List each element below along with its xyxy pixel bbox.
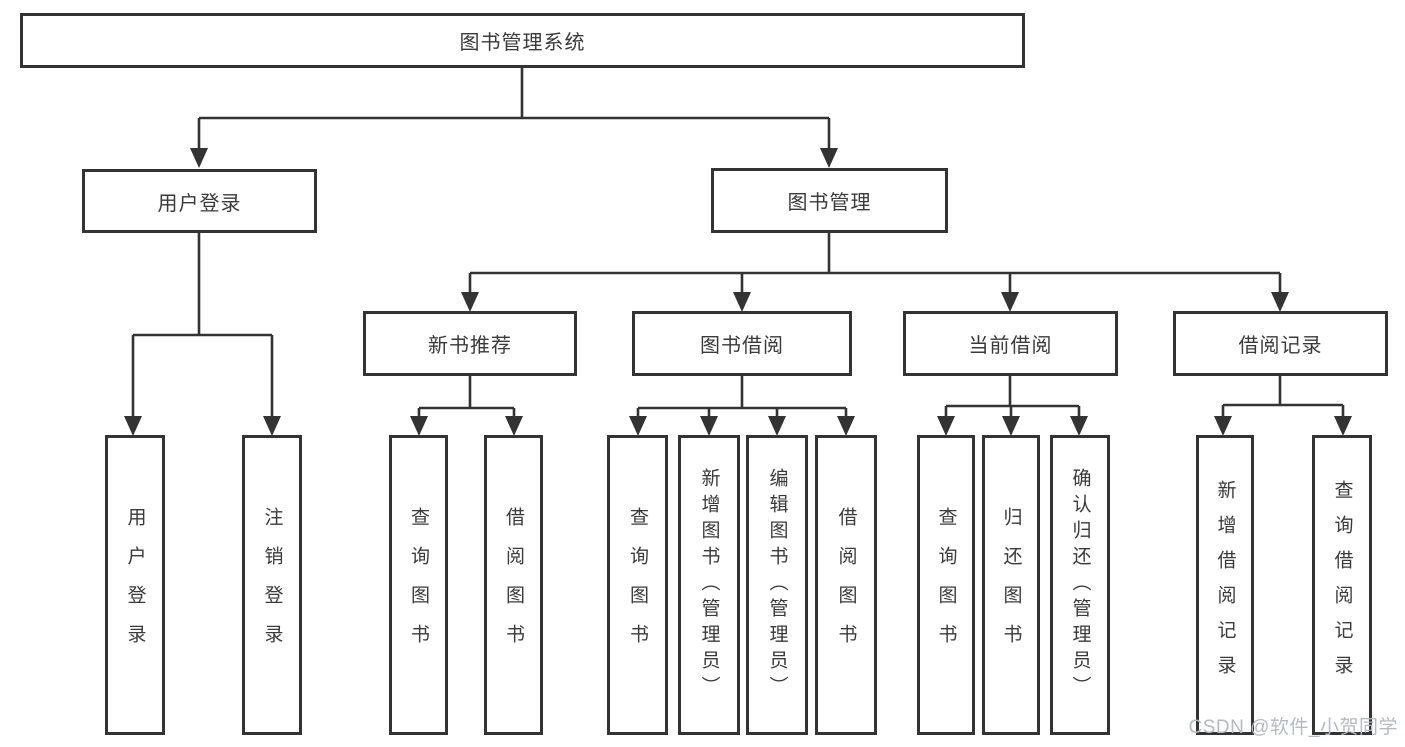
node-label: 查询图书 [627,507,648,663]
node-label: 确认归还（管理员） [1069,468,1091,702]
arrowhead [1214,416,1232,436]
arrowhead [837,416,855,436]
node-book-management: 图书管理 [711,168,948,233]
arrowheads [124,148,1352,436]
node-label: 注销登录 [261,507,283,663]
connector-user-login-children [131,233,274,420]
node-login: 用户登录 [105,435,165,735]
node-borrow-books-recommend: 借阅图书 [484,435,543,735]
arrowhead [190,148,208,168]
node-user-login: 用户登录 [82,169,317,233]
node-label: 新增图书（管理员） [698,468,720,702]
arrowhead [505,416,523,436]
node-add-books-admin: 新增图书（管理员） [678,435,740,735]
node-label: 图书管理 [787,192,872,214]
arrowhead [733,292,751,312]
connector-new-book-children [417,376,516,420]
arrowhead [263,416,281,436]
node-return-books: 归还图书 [982,435,1040,735]
node-label: 用户登录 [157,192,242,215]
connector-book-borrow-children [636,376,848,420]
arrowhead [700,416,718,436]
node-query-books-borrow: 查询图书 [607,435,668,735]
arrowhead [629,416,647,436]
arrowhead [124,416,142,436]
node-label: 新书推荐 [428,335,512,357]
node-query-borrow-record: 查询借阅记录 [1312,435,1372,735]
node-label: 查询借阅记录 [1331,480,1353,690]
node-root-label: 图书管理系统 [459,32,586,54]
arrowhead [820,148,838,168]
node-query-books-recommend: 查询图书 [389,435,448,735]
node-label: 当前借阅 [968,335,1053,357]
node-label: 图书借阅 [700,335,784,357]
csdn-watermark: CSDN @软件_小贺同学 [1188,717,1398,738]
arrowhead [1271,292,1289,312]
arrowhead [768,416,786,436]
node-book-borrow: 图书借阅 [632,311,852,376]
node-label: 新增借阅记录 [1214,480,1236,690]
node-borrow-books: 借阅图书 [815,435,877,735]
connector-book-mgmt-sections [468,233,1282,295]
node-label: 查询图书 [935,507,957,663]
node-label: 用户登录 [124,507,146,663]
node-label: 编辑图书（管理员） [766,468,788,702]
node-query-books-current: 查询图书 [917,435,975,735]
arrowhead [1070,416,1088,436]
arrowhead [461,292,479,312]
arrowhead [1001,292,1019,312]
connector-current-borrow-children [944,376,1081,420]
arrowhead [410,416,428,436]
arrowhead [1334,416,1352,436]
connector-borrow-records-children [1221,376,1345,420]
node-edit-books-admin: 编辑图书（管理员） [746,435,808,735]
node-label: 借阅记录 [1238,335,1323,357]
node-new-book-recommend: 新书推荐 [363,311,577,376]
arrowhead [1002,416,1020,436]
connector-root-to-level2 [197,68,831,150]
node-label: 查询图书 [408,507,429,663]
node-confirm-return-admin: 确认归还（管理员） [1050,435,1110,735]
node-borrow-records: 借阅记录 [1173,311,1388,376]
node-logout: 注销登录 [242,435,302,735]
node-current-borrow: 当前借阅 [903,311,1118,376]
node-add-borrow-record: 新增借阅记录 [1196,435,1254,735]
node-label: 归还图书 [1000,507,1022,663]
arrowhead [937,416,955,436]
node-root: 图书管理系统 [20,13,1025,68]
node-label: 借阅图书 [503,507,524,663]
node-label: 借阅图书 [835,507,857,663]
